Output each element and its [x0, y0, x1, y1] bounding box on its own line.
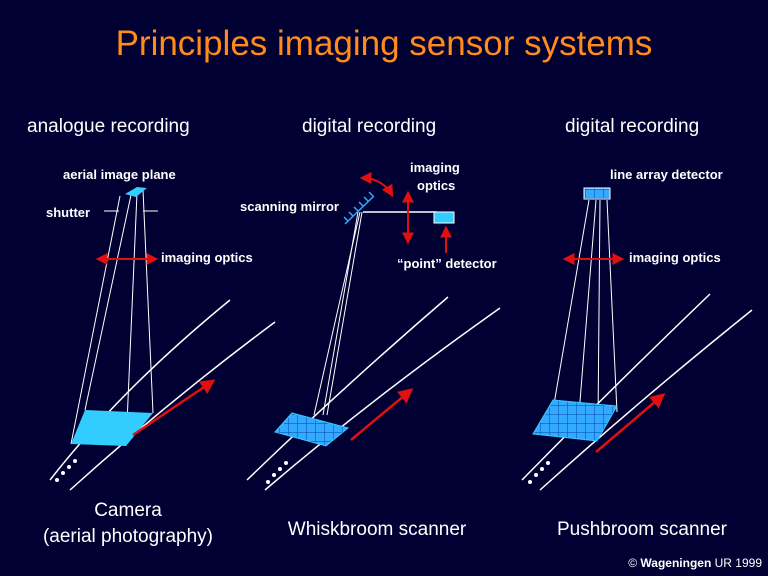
- label-aerial-image-plane: aerial image plane: [63, 167, 176, 182]
- copyright-icon: ©: [628, 556, 638, 570]
- label-point-detector: “point” detector: [397, 256, 497, 271]
- terrain-curve-outer-2: [264, 307, 501, 491]
- flight-direction-arrow: [350, 388, 414, 441]
- pushbroom-group: [521, 187, 753, 491]
- label-scanning-mirror: scanning mirror: [240, 199, 339, 214]
- track-dots: [528, 461, 550, 484]
- track-dots: [55, 459, 77, 482]
- ray: [578, 199, 597, 415]
- ray: [606, 199, 618, 413]
- caption-pushbroom: Pushbroom scanner: [556, 519, 728, 540]
- label-imaging-optics: imaging optics: [629, 250, 721, 265]
- mirror-rotation-arrow: [359, 172, 394, 198]
- ray: [70, 195, 121, 445]
- aerial-image-plane: [125, 187, 147, 197]
- ray: [326, 211, 363, 416]
- caption-whiskbroom: Whiskbroom scanner: [287, 519, 467, 540]
- point-detector: [433, 211, 455, 224]
- flight-direction-arrow: [132, 379, 216, 437]
- line-array-detector: [583, 187, 611, 200]
- terrain-curve-inner-2: [246, 296, 449, 481]
- label-shutter: shutter: [46, 205, 91, 220]
- footer-org: Wageningen: [640, 556, 712, 570]
- terrain-curve-outer-3: [539, 309, 753, 491]
- terrain-curve-inner-3: [521, 293, 711, 481]
- terrain-curve-outer-1: [69, 321, 276, 491]
- ground-footprint-grid: [532, 399, 618, 442]
- whiskbroom-group: [246, 172, 501, 491]
- flight-direction-arrow: [595, 393, 666, 453]
- track-dots: [266, 461, 288, 484]
- ray: [84, 194, 132, 411]
- ground-footprint: [71, 410, 153, 446]
- page-title: Principles imaging sensor systems: [115, 24, 653, 63]
- scanning-mirror: [343, 191, 375, 225]
- footer-copyright: © Wageningen UR 1999: [628, 556, 762, 570]
- label-imaging-optics-line2: optics: [417, 178, 456, 193]
- ray: [125, 192, 138, 447]
- heading-digital-pushbroom: digital recording: [565, 116, 700, 137]
- caption-camera-subtitle: (aerial photography): [42, 526, 214, 547]
- camera-group: [49, 187, 276, 491]
- ray: [552, 199, 590, 411]
- ray: [142, 189, 154, 414]
- label-line-array-detector: line array detector: [610, 167, 723, 182]
- heading-analogue: analogue recording: [27, 116, 190, 137]
- label-imaging-optics-line1: imaging: [410, 160, 460, 175]
- heading-digital-whiskbroom: digital recording: [302, 116, 437, 137]
- label-imaging-optics: imaging optics: [161, 250, 253, 265]
- ray: [322, 211, 359, 416]
- footer-suffix: UR 1999: [714, 556, 762, 570]
- ground-footprint-grid: [274, 412, 350, 447]
- terrain-curve-inner-1: [49, 299, 231, 481]
- ray: [597, 199, 601, 423]
- caption-camera: Camera: [94, 500, 162, 521]
